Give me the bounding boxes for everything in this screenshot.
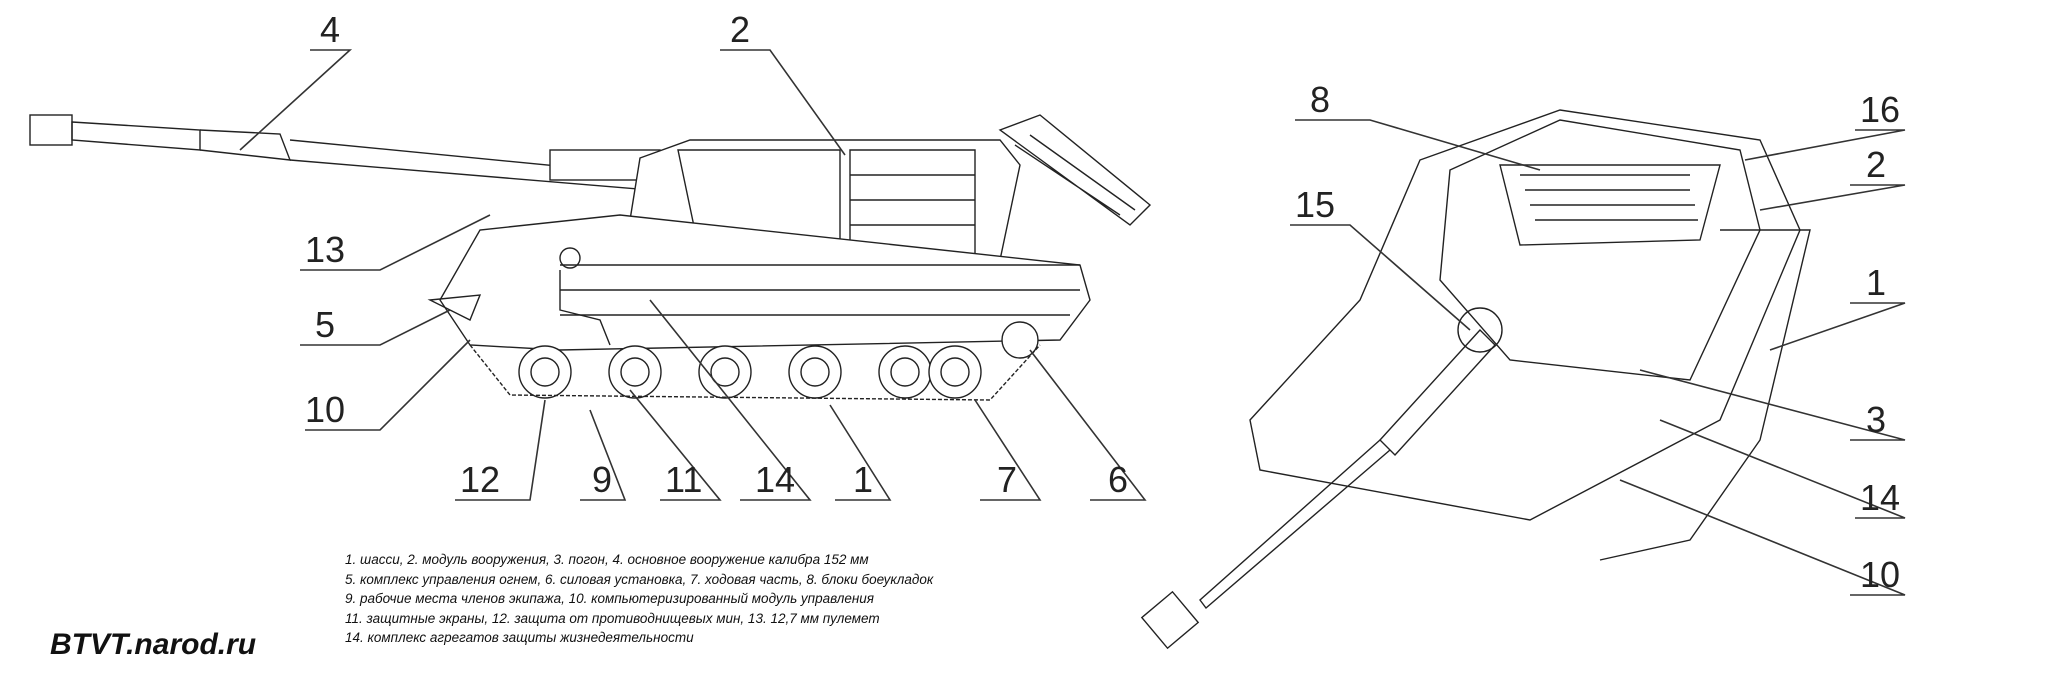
legend-line: 1. шасси, 2. модуль вооружения, 3. погон…: [345, 552, 869, 567]
callout-9: 9: [592, 459, 612, 500]
iso-view-drawing: [1140, 109, 1811, 650]
side-view-drawing: [29, 114, 1152, 401]
callout-1: 1: [1866, 262, 1886, 303]
legend-line: 11. защитные экраны, 12. защита от проти…: [345, 610, 880, 626]
callout-2: 2: [1866, 144, 1886, 185]
callout-2: 2: [730, 9, 750, 50]
callout-1: 1: [853, 459, 873, 500]
callout-13: 13: [305, 229, 345, 270]
callout-12: 12: [460, 459, 500, 500]
legend: 1. шасси, 2. модуль вооружения, 3. погон…: [345, 550, 933, 648]
callout-8: 8: [1310, 79, 1330, 120]
side-view-callouts: 4 2 13 5 10 12 9 11 14 1 7 6: [305, 9, 1128, 500]
callout-10: 10: [305, 389, 345, 430]
callout-14: 14: [1860, 477, 1900, 518]
legend-line: 5. комплекс управления огнем, 6. силовая…: [345, 571, 934, 587]
callout-6: 6: [1108, 459, 1128, 500]
legend-line: 14. комплекс агрегатов защиты жизнедеяте…: [345, 630, 694, 645]
road-wheels: [518, 321, 1039, 399]
callout-4: 4: [320, 9, 340, 50]
callout-14: 14: [755, 459, 795, 500]
legend-line: 9. рабочие места членов экипажа, 10. ком…: [345, 591, 874, 606]
callout-16: 16: [1860, 89, 1900, 130]
callout-7: 7: [997, 459, 1017, 500]
callout-5: 5: [315, 304, 335, 345]
callout-3: 3: [1866, 399, 1886, 440]
callout-11: 11: [665, 459, 702, 500]
callout-15: 15: [1295, 184, 1335, 225]
callout-10: 10: [1860, 554, 1900, 595]
callout-leaders: [239, 49, 1906, 596]
iso-view-callouts: 8 16 15 2 1 3 14 10: [1295, 79, 1900, 595]
site-watermark: BTVT.narod.ru: [50, 628, 257, 661]
